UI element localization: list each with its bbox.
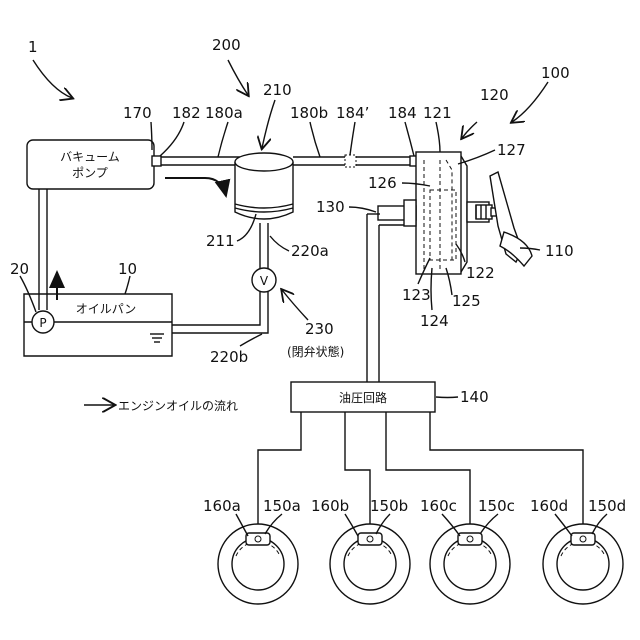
vacuum-pump (27, 140, 154, 189)
vacuum-pump-label-1: バキューム (60, 150, 120, 164)
ref-150c: 150c (478, 497, 515, 515)
leader-127 (458, 150, 495, 164)
ref-100: 100 (541, 64, 570, 82)
pump-symbol: P (39, 316, 46, 330)
wheel-b (330, 524, 410, 604)
leader-120 (462, 122, 477, 138)
ref-200: 200 (212, 36, 241, 54)
ref-130: 130 (316, 198, 345, 216)
valve-184-alt (345, 155, 356, 167)
ref-160c: 160c (420, 497, 457, 515)
leader-220a (270, 236, 289, 251)
leader-121 (436, 122, 440, 152)
pipe-220b-bottom (172, 292, 268, 333)
ref-210: 210 (263, 81, 292, 99)
ref-150a: 150a (263, 497, 301, 515)
ref-140: 140 (460, 388, 489, 406)
ref-170: 170 (123, 104, 152, 122)
wheel-a (218, 524, 298, 604)
ref-123: 123 (402, 286, 431, 304)
ref-180b: 180b (290, 104, 328, 122)
master-flange (404, 200, 416, 226)
ref-184: 184 (388, 104, 417, 122)
leader-184alt (350, 122, 355, 155)
ref-150d: 150d (588, 497, 626, 515)
booster-121 (416, 152, 461, 274)
ref-184-alt: 184’ (336, 104, 369, 122)
ref-110: 110 (545, 242, 574, 260)
valve-182 (152, 156, 161, 166)
vacuum-pump-label-2: ポンプ (72, 166, 108, 180)
ref-125: 125 (452, 292, 481, 310)
ref-20: 20 (10, 260, 29, 278)
ref-230: 230 (305, 320, 334, 338)
leader-182 (160, 122, 184, 156)
leader-130 (349, 207, 376, 212)
valve-state: (閉弁状態) (287, 344, 344, 359)
leader-10 (125, 276, 130, 294)
leader-184 (405, 122, 414, 156)
tank-210-top (235, 153, 293, 171)
push-rod-clevis (476, 205, 492, 219)
ref-121: 121 (423, 104, 452, 122)
ref-122: 122 (466, 264, 495, 282)
ref-220b: 220b (210, 348, 248, 366)
leader-210 (262, 100, 275, 148)
ref-160a: 160a (203, 497, 241, 515)
leader-180a (218, 122, 228, 157)
leader-124 (431, 268, 432, 310)
pipe-220b-top (172, 292, 260, 325)
ref-160b: 160b (311, 497, 349, 515)
oil-flow-arrow-to-tank (165, 178, 226, 196)
leader-180b (310, 122, 320, 157)
leader-220b (240, 334, 262, 346)
ref-126: 126 (368, 174, 397, 192)
ref-10: 10 (118, 260, 137, 278)
leader-230 (282, 290, 308, 320)
ref-127: 127 (497, 141, 526, 159)
ref-211: 211 (206, 232, 235, 250)
leader-200 (228, 60, 248, 95)
wheel-c (430, 524, 510, 604)
ref-1: 1 (28, 38, 38, 56)
ref-180a: 180a (205, 104, 243, 122)
ref-182: 182 (172, 104, 201, 122)
valve-symbol: V (260, 274, 269, 288)
ref-220a: 220a (291, 242, 329, 260)
legend-text: エンジンオイルの流れ (118, 399, 238, 413)
ref-160d: 160d (530, 497, 568, 515)
wheel-d (543, 524, 623, 604)
hydraulic-circuit-label: 油圧回路 (339, 390, 387, 405)
ref-150b: 150b (370, 497, 408, 515)
leader-1 (33, 60, 72, 98)
leader-140 (436, 397, 458, 398)
ref-120: 120 (480, 86, 509, 104)
ref-124: 124 (420, 312, 449, 330)
oil-pan-label: オイルパン (76, 302, 137, 316)
leader-100 (512, 82, 548, 122)
